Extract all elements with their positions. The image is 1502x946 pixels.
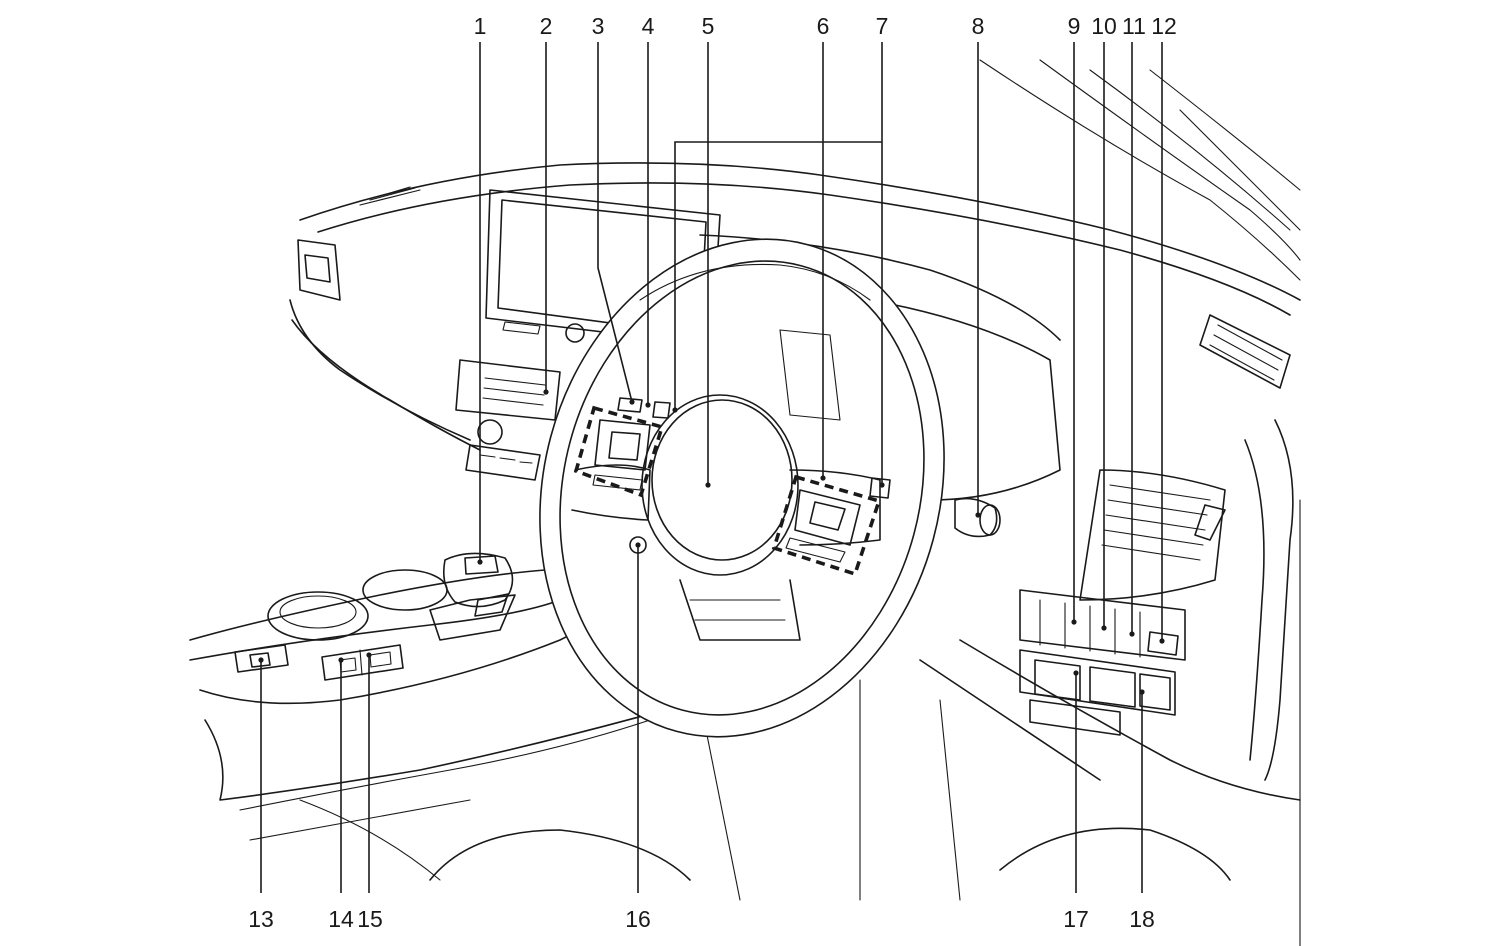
left-switch-group-box (573, 405, 665, 498)
callout-6: 6 (817, 13, 830, 39)
callout-10: 10 (1091, 13, 1117, 39)
interior-outline (189, 59, 1301, 946)
callout-9: 9 (1068, 13, 1081, 39)
callout-numbers: 1 2 3 4 5 6 7 8 9 10 11 12 13 14 15 16 1… (248, 13, 1177, 932)
callout-7: 7 (876, 13, 889, 39)
callout-11: 11 (1122, 13, 1146, 39)
leader-dots (258, 389, 1165, 695)
callout-5: 5 (702, 13, 715, 39)
callout-1: 1 (474, 13, 487, 39)
leader-lines (260, 42, 1163, 893)
right-switch-group-box (771, 474, 882, 577)
callout-18: 18 (1129, 906, 1155, 932)
callout-13: 13 (248, 906, 274, 932)
callout-2: 2 (540, 13, 553, 39)
callout-12: 12 (1151, 13, 1177, 39)
callout-17: 17 (1063, 906, 1089, 932)
callout-16: 16 (625, 906, 651, 932)
callout-14: 14 (328, 906, 354, 932)
callout-3: 3 (592, 13, 605, 39)
callout-8: 8 (972, 13, 985, 39)
steering-wheel (539, 238, 945, 738)
callout-4: 4 (642, 13, 655, 39)
callout-15: 15 (357, 906, 383, 932)
